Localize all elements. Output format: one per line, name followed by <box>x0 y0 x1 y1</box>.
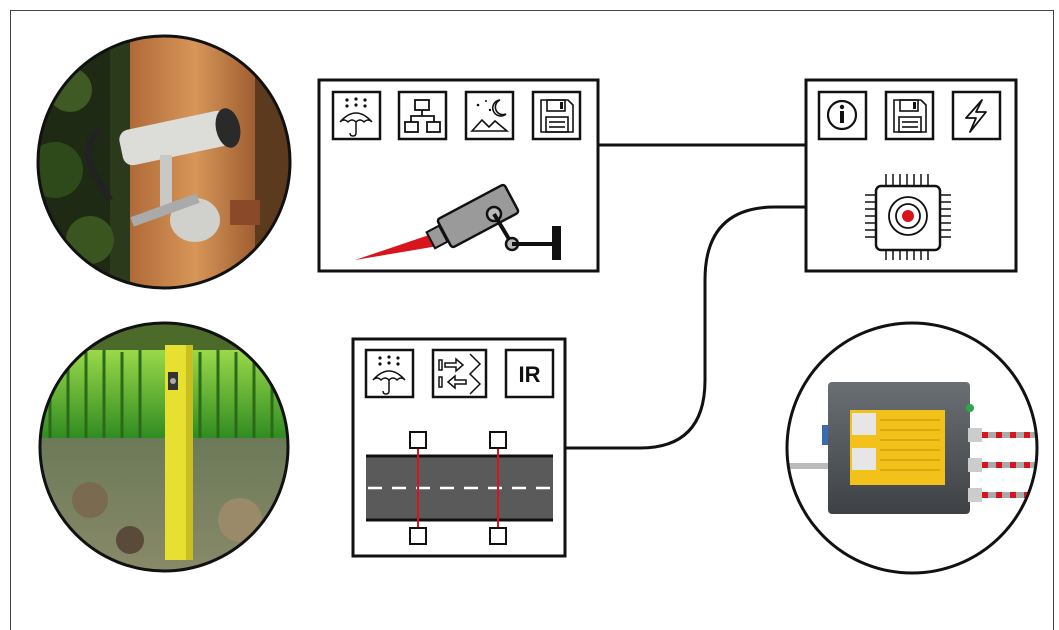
camera-illustration <box>355 183 561 260</box>
ir-icon: IR <box>504 348 555 399</box>
diagram-frame <box>10 10 1054 630</box>
camera-on-tree-photo <box>36 34 292 290</box>
ir-label: IR <box>519 362 541 387</box>
sensor-top-left <box>409 431 427 449</box>
save-floppy-icon <box>531 90 582 141</box>
control-box-photo <box>785 321 1039 575</box>
chip-target-icon <box>865 174 951 260</box>
night-landscape-icon <box>464 90 515 141</box>
save-floppy-icon <box>884 90 935 141</box>
reflection-arrows-icon <box>431 348 488 399</box>
connector-road-controller <box>565 205 806 450</box>
road-with-sensors <box>366 431 553 545</box>
camera-panel <box>317 78 600 273</box>
info-icon <box>817 90 868 141</box>
connection-lines <box>565 143 806 450</box>
road-panel: IR <box>351 337 567 558</box>
lightning-icon <box>951 90 1002 141</box>
rain-umbrella-icon <box>331 90 382 141</box>
controller-panel <box>804 78 1018 273</box>
rain-umbrella-icon <box>364 348 415 399</box>
sensor-bottom-right <box>489 527 507 545</box>
yellow-post-photo <box>38 321 290 573</box>
sensor-top-right <box>489 431 507 449</box>
network-icon <box>397 90 448 141</box>
sensor-bottom-left <box>409 527 427 545</box>
